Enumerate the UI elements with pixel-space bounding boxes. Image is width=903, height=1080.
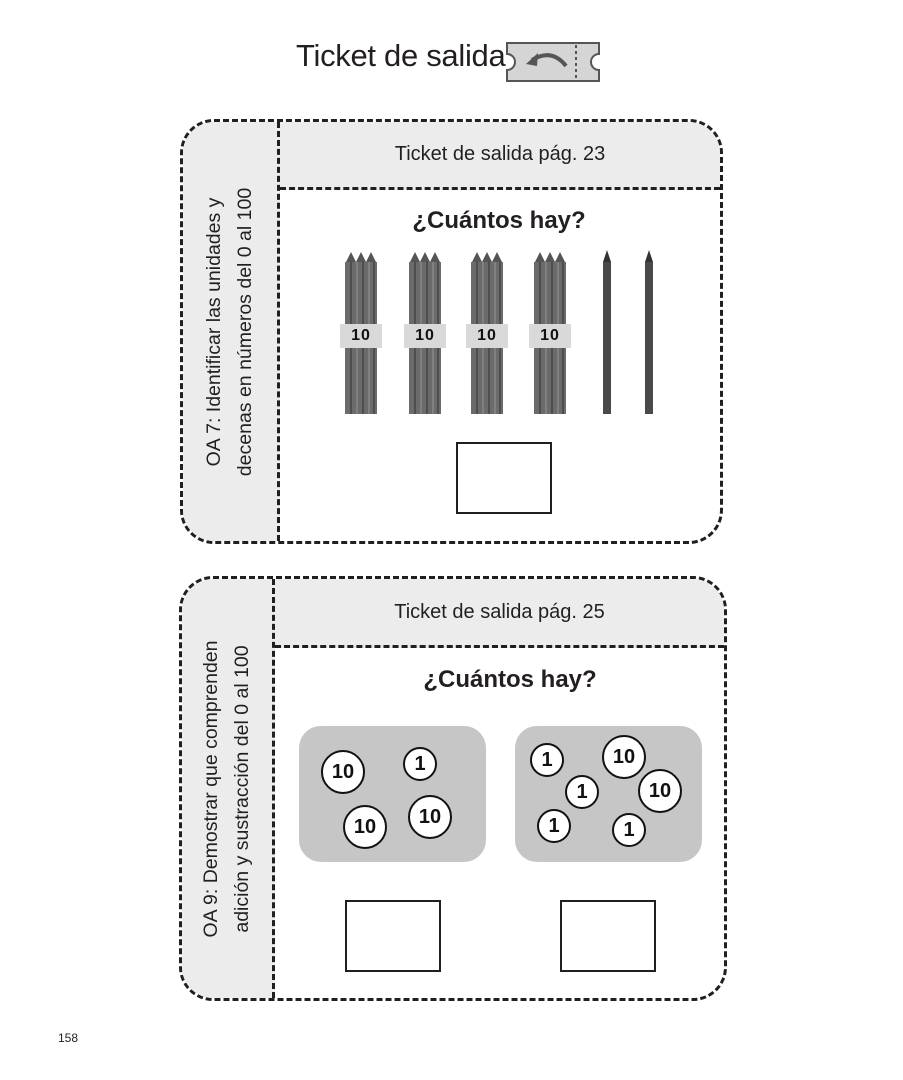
- question-title: ¿Cuántos hay?: [423, 666, 597, 693]
- page-number: 158: [58, 1031, 79, 1045]
- objective-sidebar: OA 9: Demostrar que comprenden adición y…: [182, 579, 275, 998]
- exit-ticket-card-oa9: OA 9: Demostrar que comprenden adición y…: [179, 576, 727, 1001]
- bundle-label: 10: [340, 324, 382, 348]
- coin-one: 1: [537, 809, 571, 843]
- answer-box-right[interactable]: [560, 900, 656, 972]
- objective-sidebar: OA 7: Identificar las unidades y decenas…: [183, 122, 280, 541]
- pencil-bundle: 10: [404, 250, 446, 415]
- objective-line-2: decenas en números del 0 al 100: [234, 187, 256, 476]
- ticket-header: Ticket de salida pág. 23: [280, 122, 720, 190]
- objective-text: OA 7: Identificar las unidades y decenas…: [199, 187, 261, 475]
- coin-ten: 10: [638, 769, 682, 813]
- ticket-header: Ticket de salida pág. 25: [275, 579, 724, 648]
- pencil-group: 10 10 10: [340, 250, 663, 420]
- coin-ten: 10: [602, 735, 646, 779]
- page-title: Ticket de salida: [296, 38, 506, 73]
- pencil-bundle: 10: [340, 250, 382, 415]
- bundle-label: 10: [404, 324, 446, 348]
- coin-one: 1: [403, 747, 437, 781]
- coin-tray-left: 10 1 10 10: [299, 726, 486, 862]
- coin-one: 1: [565, 775, 599, 809]
- coin-ten: 10: [321, 750, 365, 794]
- answer-box-left[interactable]: [345, 900, 441, 972]
- coin-ten: 10: [408, 795, 452, 839]
- objective-line-1: OA 7: Identificar las unidades y: [203, 197, 225, 466]
- coin-one: 1: [612, 813, 646, 847]
- ticket-return-icon: [506, 42, 600, 82]
- coin-ten: 10: [343, 805, 387, 849]
- answer-box[interactable]: [456, 442, 552, 514]
- objective-text: OA 9: Demostrar que comprenden adición y…: [196, 640, 258, 937]
- single-pencil-icon: [645, 250, 653, 414]
- exit-ticket-card-oa7: OA 7: Identificar las unidades y decenas…: [180, 119, 723, 544]
- bundle-label: 10: [529, 324, 571, 348]
- question-title: ¿Cuántos hay?: [412, 207, 586, 234]
- coin-one: 1: [530, 743, 564, 777]
- objective-line-2: adición y sustracción del 0 al 100: [231, 644, 253, 933]
- bundle-label: 10: [466, 324, 508, 348]
- single-pencil-icon: [603, 250, 611, 414]
- pencil-bundle: 10: [529, 250, 571, 415]
- pencil-bundle: 10: [466, 250, 508, 415]
- coin-tray-right: 1 10 1 10 1 1: [515, 726, 702, 862]
- objective-line-1: OA 9: Demostrar que comprenden: [200, 640, 222, 937]
